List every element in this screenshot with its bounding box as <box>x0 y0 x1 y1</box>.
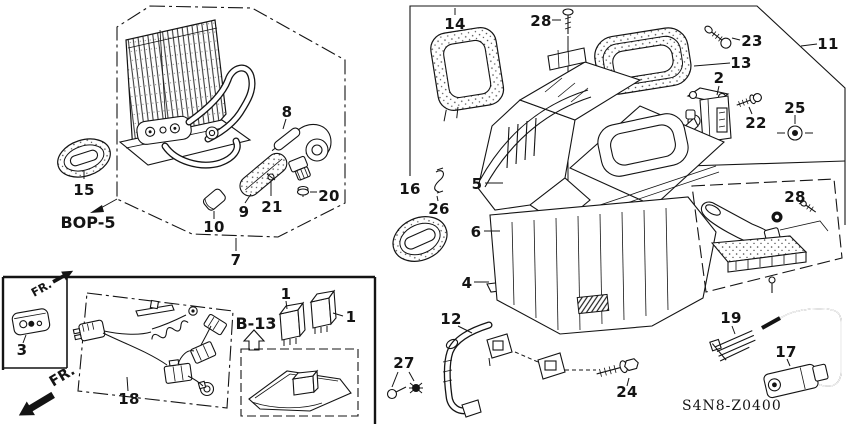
evaporator-region-border <box>90 5 346 238</box>
callout-7: 7 <box>231 251 242 269</box>
callout-18: 18 <box>118 390 139 408</box>
part-22-screw <box>736 93 762 108</box>
callout-9: 9 <box>239 203 250 221</box>
fr-front-label: FR. <box>29 277 54 300</box>
callout-27: 27 <box>393 354 414 372</box>
callout-2: 2 <box>714 69 725 87</box>
callout-15: 15 <box>73 181 94 199</box>
fr-rear-label: FR. <box>47 363 78 391</box>
callout-12: 12 <box>440 310 461 328</box>
part-26-clip <box>434 167 445 194</box>
callout-16: 16 <box>399 180 420 198</box>
fr-front-indicator: FR. <box>29 270 74 300</box>
evaporator-core <box>118 19 256 169</box>
callout-6: 6 <box>471 223 482 241</box>
part-9-insulator <box>239 152 288 197</box>
part-1-relay-b <box>309 289 337 334</box>
diagram-code: S4N8-Z0400 <box>682 398 782 414</box>
part-12-drain-hose <box>442 321 493 418</box>
callout-17: 17 <box>775 343 796 361</box>
part-27-fasteners <box>386 371 423 400</box>
callouts: 15 BOP-5 7 10 9 21 20 8 3 18 B-13 1 1 14… <box>17 12 839 414</box>
part-17-sensor <box>761 308 842 399</box>
callout-28a: 28 <box>530 12 551 30</box>
callout-11: 11 <box>817 35 838 53</box>
part-18-harness <box>72 292 234 409</box>
heater-region-border <box>409 5 846 225</box>
part-15-seal <box>57 138 111 178</box>
callout-21: 21 <box>261 198 282 216</box>
part-19-terminal <box>709 330 756 362</box>
callout-23: 23 <box>741 32 762 50</box>
callout-10: 10 <box>203 218 224 236</box>
part-16-seal <box>392 216 448 262</box>
callout-bop5: BOP-5 <box>60 213 115 232</box>
part-24-bolt <box>596 358 639 377</box>
callout-1b: 1 <box>346 308 357 326</box>
callout-14: 14 <box>444 15 465 33</box>
callout-4: 4 <box>462 274 473 292</box>
callout-5: 5 <box>472 175 483 193</box>
callout-8: 8 <box>282 103 293 121</box>
part-6-lower-case <box>486 196 717 380</box>
callout-22: 22 <box>745 114 766 132</box>
callout-13: 13 <box>730 54 751 72</box>
callout-19: 19 <box>720 309 741 327</box>
callout-25: 25 <box>784 99 805 117</box>
part-20-washer <box>296 188 317 196</box>
part-5-upper-case <box>477 47 726 226</box>
part-14-seal-frame <box>430 27 505 122</box>
part-21-screw <box>266 173 276 196</box>
part-10-cap <box>202 188 226 211</box>
callout-24: 24 <box>616 383 637 401</box>
callout-28b: 28 <box>784 188 805 206</box>
part-25-nut <box>777 115 813 141</box>
filter-subassembly-box <box>691 178 843 293</box>
callout-20: 20 <box>318 187 339 205</box>
callout-b13: B-13 <box>235 314 276 333</box>
part-8-thermostat <box>271 123 332 197</box>
part-23-screw <box>704 25 732 49</box>
b13-arrow-icon <box>242 329 266 351</box>
relay-bracket-box <box>240 348 359 417</box>
callout-3: 3 <box>17 341 28 359</box>
callout-26: 26 <box>428 200 449 218</box>
part-3-switch <box>11 308 51 336</box>
part-1-relay-a <box>278 301 306 346</box>
fr-rear-indicator: FR. <box>18 363 78 416</box>
callout-1a: 1 <box>281 285 292 303</box>
